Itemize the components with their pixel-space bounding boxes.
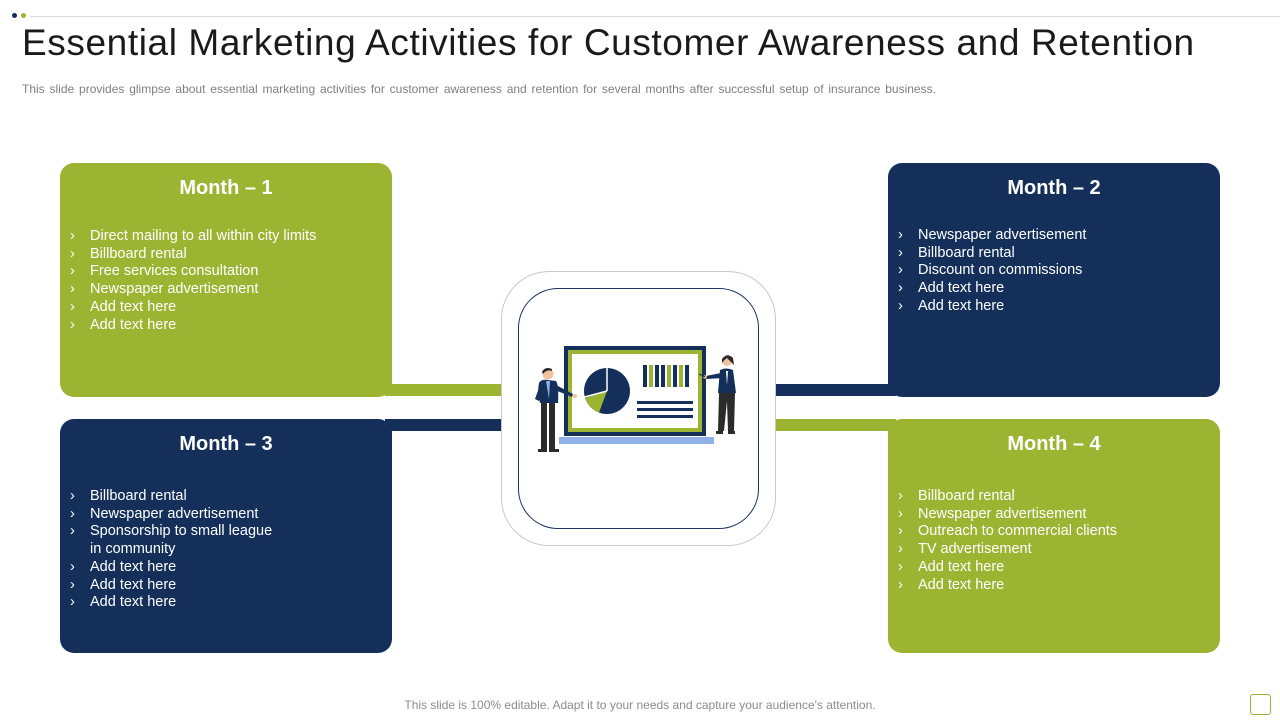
- connector-month-1: [385, 384, 510, 396]
- list-item: Add text here: [70, 317, 316, 335]
- dot-navy: [12, 13, 17, 18]
- list-item: Newspaper advertisement: [898, 506, 1117, 524]
- list-item: Direct mailing to all within city limits: [70, 228, 316, 246]
- connector-month-3: [385, 419, 510, 431]
- header-divider: [30, 16, 1280, 17]
- month-3-title: Month – 3: [179, 433, 273, 455]
- list-item: Add text here: [70, 594, 285, 612]
- list-item: Newspaper advertisement: [70, 506, 285, 524]
- center-frame: [501, 271, 776, 546]
- month-4-card: Month – 4 Billboard rental Newspaper adv…: [888, 419, 1220, 653]
- month-2-card: Month – 2 Newspaper advertisement Billbo…: [888, 163, 1220, 397]
- list-item: Add text here: [70, 299, 316, 317]
- corner-square-icon: [1250, 694, 1271, 715]
- month-1-title: Month – 1: [179, 177, 273, 199]
- list-item: Add text here: [898, 280, 1086, 298]
- dot-green: [21, 13, 26, 18]
- month-4-title: Month – 4: [1007, 433, 1101, 455]
- list-item: Billboard rental: [70, 488, 285, 506]
- connector-month-4: [768, 419, 896, 431]
- list-item: Outreach to commercial clients: [898, 523, 1117, 541]
- list-item: Billboard rental: [898, 488, 1117, 506]
- list-item: Billboard rental: [70, 246, 316, 264]
- month-2-list: Newspaper advertisement Billboard rental…: [898, 227, 1086, 316]
- list-item: Newspaper advertisement: [898, 227, 1086, 245]
- list-item: Add text here: [70, 559, 285, 577]
- list-item: Add text here: [898, 298, 1086, 316]
- header-dots: [12, 13, 26, 18]
- list-item: Discount on commissions: [898, 262, 1086, 280]
- list-item: Add text here: [898, 559, 1117, 577]
- list-item: Add text here: [70, 577, 285, 595]
- list-item: TV advertisement: [898, 541, 1117, 559]
- month-3-list: Billboard rental Newspaper advertisement…: [70, 488, 285, 612]
- slide-subtitle: This slide provides glimpse about essent…: [22, 82, 936, 96]
- list-item: Add text here: [898, 577, 1117, 595]
- list-item: Billboard rental: [898, 245, 1086, 263]
- slide-title: Essential Marketing Activities for Custo…: [22, 22, 1195, 63]
- slide-footer: This slide is 100% editable. Adapt it to…: [404, 698, 876, 712]
- month-3-card: Month – 3 Billboard rental Newspaper adv…: [60, 419, 392, 653]
- month-1-card: Month – 1 Direct mailing to all within c…: [60, 163, 392, 397]
- list-item: Newspaper advertisement: [70, 281, 316, 299]
- business-presentation-icon: [535, 346, 736, 452]
- month-1-list: Direct mailing to all within city limits…: [70, 228, 316, 334]
- month-4-list: Billboard rental Newspaper advertisement…: [898, 488, 1117, 594]
- center-inner-frame: [518, 288, 759, 529]
- connector-month-2: [768, 384, 896, 396]
- list-item: Sponsorship to small league in community: [70, 523, 285, 558]
- month-2-title: Month – 2: [1007, 177, 1101, 199]
- list-item: Free services consultation: [70, 263, 316, 281]
